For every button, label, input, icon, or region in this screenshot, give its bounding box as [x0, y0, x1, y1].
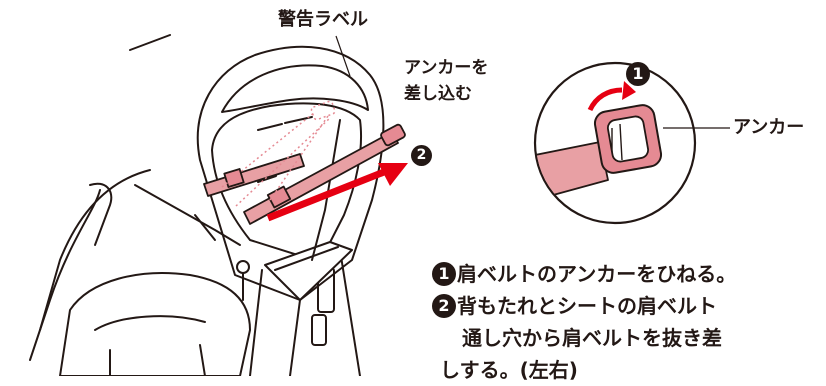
anchor-caption: アンカー — [733, 117, 805, 138]
insert-anchor-caption-line2: 差し込む — [404, 84, 472, 104]
warning-label-caption: 警告ラベル — [278, 9, 368, 30]
hidden-belt-path — [221, 100, 336, 207]
shoulder-belts — [203, 123, 406, 225]
anchor-detail — [533, 61, 730, 225]
instruction-step1: 1 肩ベルトのアンカーをひねる。 — [432, 258, 736, 290]
instruction-step2-line3: しする。(左右) — [440, 358, 578, 382]
headrest-outline — [221, 64, 369, 113]
seat-cushion — [59, 272, 251, 376]
warning-label-leader — [335, 35, 351, 77]
front-guard — [134, 184, 241, 246]
step1-marker: 1 — [626, 62, 650, 86]
instruction-step2-number: 2 — [432, 294, 456, 318]
instruction-step2-line1: 背もたれとシートの肩ベルト — [457, 294, 717, 318]
front-frame — [249, 249, 361, 376]
step2-marker: 2 — [411, 145, 432, 166]
backrest-pad — [211, 102, 363, 263]
belt-right-anchor — [380, 123, 406, 147]
instruction-step2-line2: 通し穴から肩ベルトを抜き差 — [462, 326, 722, 350]
instruction-step1-text: 肩ベルトのアンカーをひねる。 — [457, 262, 737, 286]
instruction-list: 1 肩ベルトのアンカーをひねる。 2 背もたれとシートの肩ベルト 通し穴から肩ベ… — [432, 258, 736, 386]
instruction-step1-number: 1 — [432, 262, 456, 286]
twist-arrow — [587, 87, 623, 112]
illustration-canvas — [29, 34, 730, 376]
detail-anchor-inner — [606, 115, 650, 163]
insert-anchor-caption-line1: アンカーを — [404, 58, 489, 78]
insert-arrow — [266, 163, 408, 222]
instruction-step2: 2 背もたれとシートの肩ベルト — [432, 290, 736, 322]
armrest-bar — [29, 189, 101, 361]
backrest-outline — [196, 45, 385, 301]
stroller-seat-illustration — [29, 34, 385, 376]
